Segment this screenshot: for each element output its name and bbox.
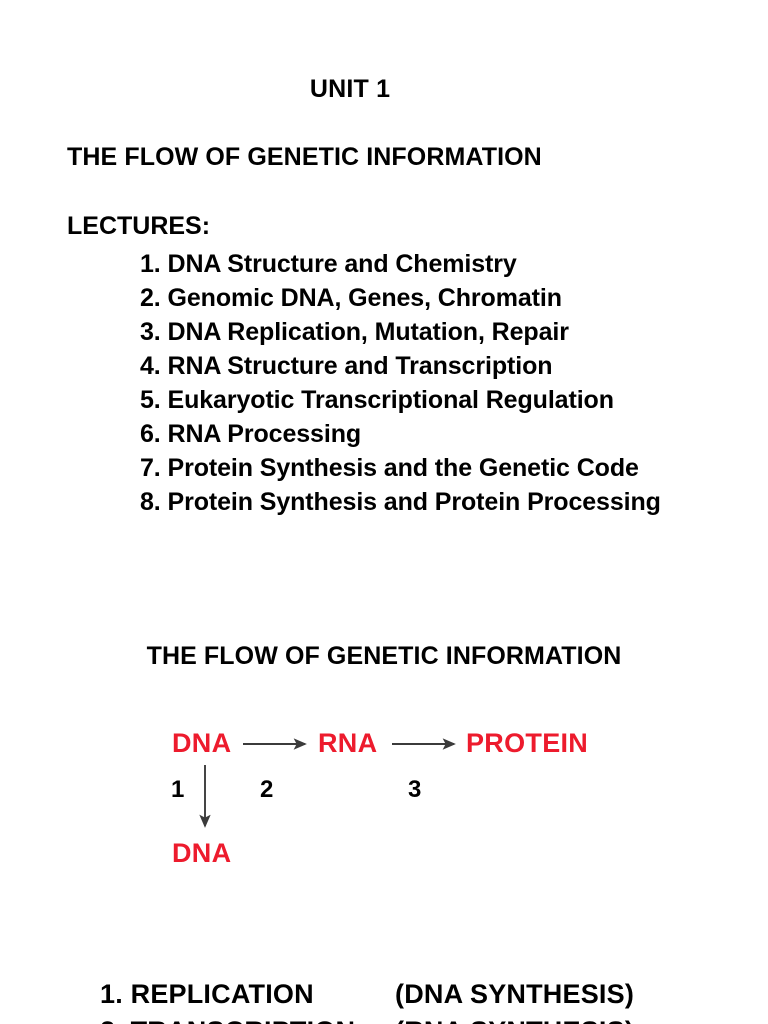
list-item: 3. DNA Replication, Mutation, Repair	[140, 318, 569, 346]
list-item: 2. Genomic DNA, Genes, Chromatin	[140, 284, 562, 312]
step-number-3: 3	[408, 776, 422, 803]
lectures-label: LECTURES:	[67, 212, 211, 240]
diagram-arrows	[199, 738, 456, 828]
lecture-list: 1. DNA Structure and Chemistry 2. Genomi…	[140, 247, 661, 519]
main-heading: THE FLOW OF GENETIC INFORMATION	[67, 143, 542, 171]
diagram-node-dna-top: DNA	[172, 728, 232, 758]
definition-name: 1. REPLICATION	[100, 979, 314, 1009]
list-item: 1. DNA Structure and Chemistry	[140, 250, 517, 278]
definition-product: (DNA SYNTHESIS)	[395, 979, 635, 1009]
definition-product: (RNA SYNTHESIS)	[395, 1013, 634, 1024]
diagram-node-rna: RNA	[318, 728, 378, 758]
list-item: 2. TRANSCRIPTION(RNA SYNTHESIS)	[100, 1013, 768, 1024]
definition-name: 2. TRANSCRIPTION	[100, 1013, 395, 1024]
list-item: 5. Eukaryotic Transcriptional Regulation	[140, 386, 614, 414]
list-item: 7. Protein Synthesis and the Genetic Cod…	[140, 454, 639, 482]
flow-section-heading: THE FLOW OF GENETIC INFORMATION	[146, 642, 622, 670]
list-item: 6. RNA Processing	[140, 420, 362, 448]
diagram-node-dna-bottom: DNA	[172, 838, 232, 868]
step-number-2: 2	[260, 776, 274, 803]
diagram-node-protein: PROTEIN	[466, 728, 589, 758]
step-number-1: 1	[171, 776, 185, 803]
genetic-flow-diagram: DNA RNA PROTEIN DNA 1 2 3	[0, 720, 768, 880]
list-item: 8. Protein Synthesis and Protein Process…	[140, 488, 661, 516]
list-item: 4. RNA Structure and Transcription	[140, 352, 553, 380]
definition-list: 1. REPLICATION (DNA SYNTHESIS) 2. TRANSCR…	[100, 976, 768, 1024]
list-item: 1. REPLICATION (DNA SYNTHESIS)	[100, 976, 768, 1013]
unit-title: UNIT 1	[309, 75, 391, 103]
